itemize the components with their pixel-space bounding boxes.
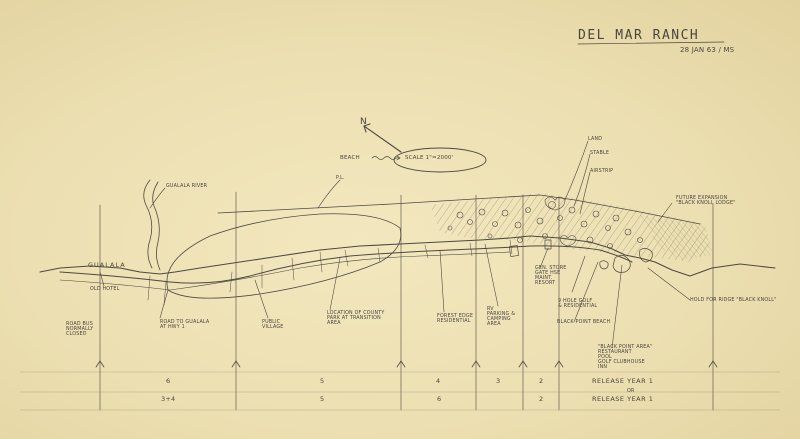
shore-line — [59, 251, 511, 291]
note-old-hotel: OLD HOTEL — [90, 287, 120, 292]
release-row2-num-1: 3+4 — [161, 395, 176, 403]
release-division-lines — [99, 191, 714, 411]
beach-pointer — [371, 155, 401, 161]
note-black-point-beach: BLACK POINT BEACH — [557, 320, 611, 325]
black-point-rocks — [508, 239, 653, 273]
release-row1-num-4: 3 — [496, 377, 501, 385]
release-row2-num-4: 2 — [539, 395, 544, 403]
pl-pointer — [317, 179, 341, 209]
note-lodge: FUTURE EXPANSION"BLACK KNOLL LODGE" — [676, 196, 736, 207]
property-line-label: P.L. — [336, 176, 345, 181]
river-label: GUALALA RIVER — [166, 184, 208, 189]
release-or: OR — [627, 389, 635, 394]
scale-label: SCALE 1"=2000' — [405, 155, 454, 161]
release-row2-num-2: 5 — [320, 395, 325, 403]
note-golf: 9 HOLE GOLF& RESIDENTIAL — [558, 299, 598, 310]
note-ridge: HOLD FOR RIDGE "BLACK KNOLL" — [690, 298, 777, 303]
release-row1-num-3: 4 — [436, 377, 441, 385]
release-row2-num-3: 6 — [437, 395, 442, 403]
development-hatch — [430, 193, 712, 262]
north-arrow-icon — [363, 123, 402, 153]
north-label: N — [360, 117, 367, 127]
release-row1-label: RELEASE YEAR 1 — [592, 377, 654, 385]
river-pointer — [149, 187, 166, 209]
release-row1-num-2: 5 — [320, 377, 325, 385]
title-underline — [577, 41, 725, 45]
coastline — [39, 235, 776, 277]
beach-label: BEACH — [340, 155, 360, 161]
parcel-lines — [147, 239, 513, 306]
release-row1-num-1: 6 — [166, 377, 171, 385]
scale-ellipse — [393, 147, 487, 173]
release-row1-num-5: 2 — [539, 377, 544, 385]
note-airstrip: AIRSTRIP — [590, 169, 614, 174]
coastal-road — [59, 245, 633, 284]
leader-lines — [99, 140, 691, 349]
release-row2-label: RELEASE YEAR 1 — [592, 395, 654, 403]
drawing-date: 28 JAN 63 / MS — [680, 46, 735, 54]
note-stable: STABLE — [590, 151, 610, 156]
gualala-river — [143, 179, 161, 271]
guide-lines — [20, 371, 780, 411]
town-label: GUALALA — [88, 261, 126, 269]
development-hatch-2 — [640, 215, 712, 260]
note-land: LAND — [588, 137, 603, 142]
arrow-icons — [95, 360, 718, 368]
drawing-title: DEL MAR RANCH — [578, 28, 700, 43]
